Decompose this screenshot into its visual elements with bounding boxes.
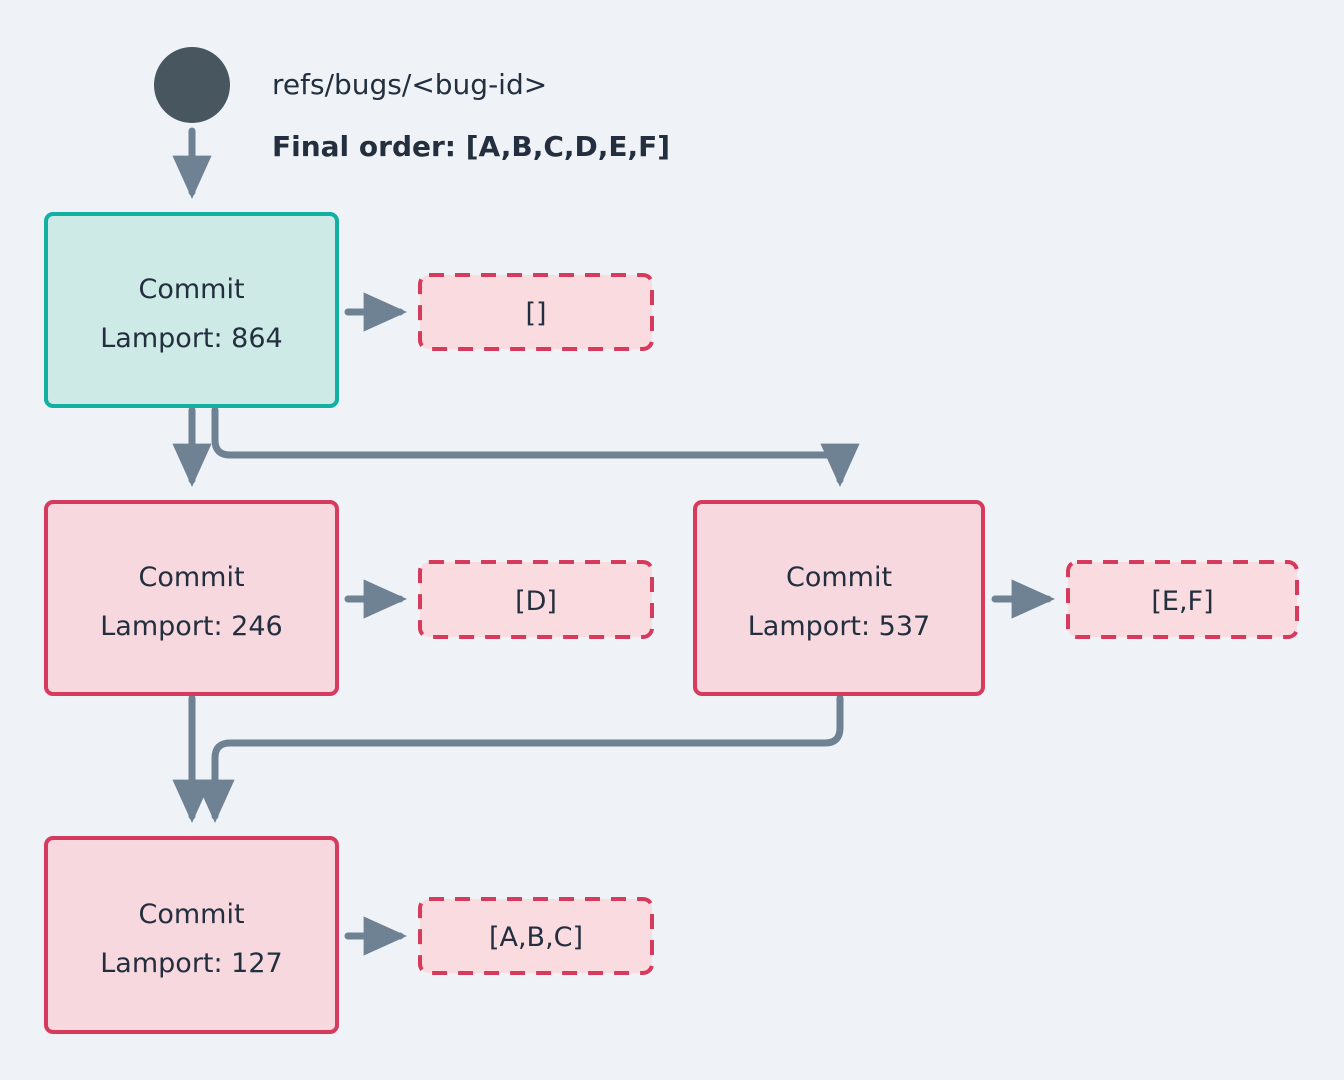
commit-246-lamport: Lamport: 246 xyxy=(100,611,282,642)
commit-864-box xyxy=(44,212,339,408)
ref-head-node[interactable] xyxy=(154,47,230,123)
tag-abc-label: [A,B,C] xyxy=(489,922,583,953)
commit-node-537[interactable]: Commit Lamport: 537 xyxy=(693,500,985,696)
commit-node-127[interactable]: Commit Lamport: 127 xyxy=(44,836,339,1034)
tag-empty-box xyxy=(418,273,654,351)
commit-864-title: Commit xyxy=(138,274,244,305)
tag-d-box xyxy=(418,560,654,639)
commit-node-246[interactable]: Commit Lamport: 246 xyxy=(44,500,339,696)
commit-537-box xyxy=(693,500,985,696)
edge-commit-537-to-commit-127 xyxy=(195,694,844,824)
commit-127-lamport: Lamport: 127 xyxy=(100,948,282,979)
tag-node-empty[interactable]: [] xyxy=(418,273,654,351)
commit-127-box xyxy=(44,836,339,1034)
commit-127-title: Commit xyxy=(138,899,244,930)
ref-path-label: refs/bugs/<bug-id> xyxy=(272,68,547,101)
edge-commit-864-to-commit-537 xyxy=(211,406,860,488)
tag-abc-box xyxy=(418,897,654,975)
tag-d-label: [D] xyxy=(515,586,557,617)
tag-empty-label: [] xyxy=(525,298,546,329)
commit-864-lamport: Lamport: 864 xyxy=(100,323,282,354)
commit-node-864[interactable]: Commit Lamport: 864 xyxy=(44,212,339,408)
commit-537-lamport: Lamport: 537 xyxy=(748,611,930,642)
tag-node-d[interactable]: [D] xyxy=(418,560,654,639)
tag-node-abc[interactable]: [A,B,C] xyxy=(418,897,654,975)
commit-246-title: Commit xyxy=(138,562,244,593)
tag-ef-box xyxy=(1066,560,1299,639)
commit-537-title: Commit xyxy=(786,562,892,593)
tag-ef-label: [E,F] xyxy=(1151,586,1213,617)
commit-246-box xyxy=(44,500,339,696)
final-order-label: Final order: [A,B,C,D,E,F] xyxy=(272,130,670,163)
tag-node-ef[interactable]: [E,F] xyxy=(1066,560,1299,639)
